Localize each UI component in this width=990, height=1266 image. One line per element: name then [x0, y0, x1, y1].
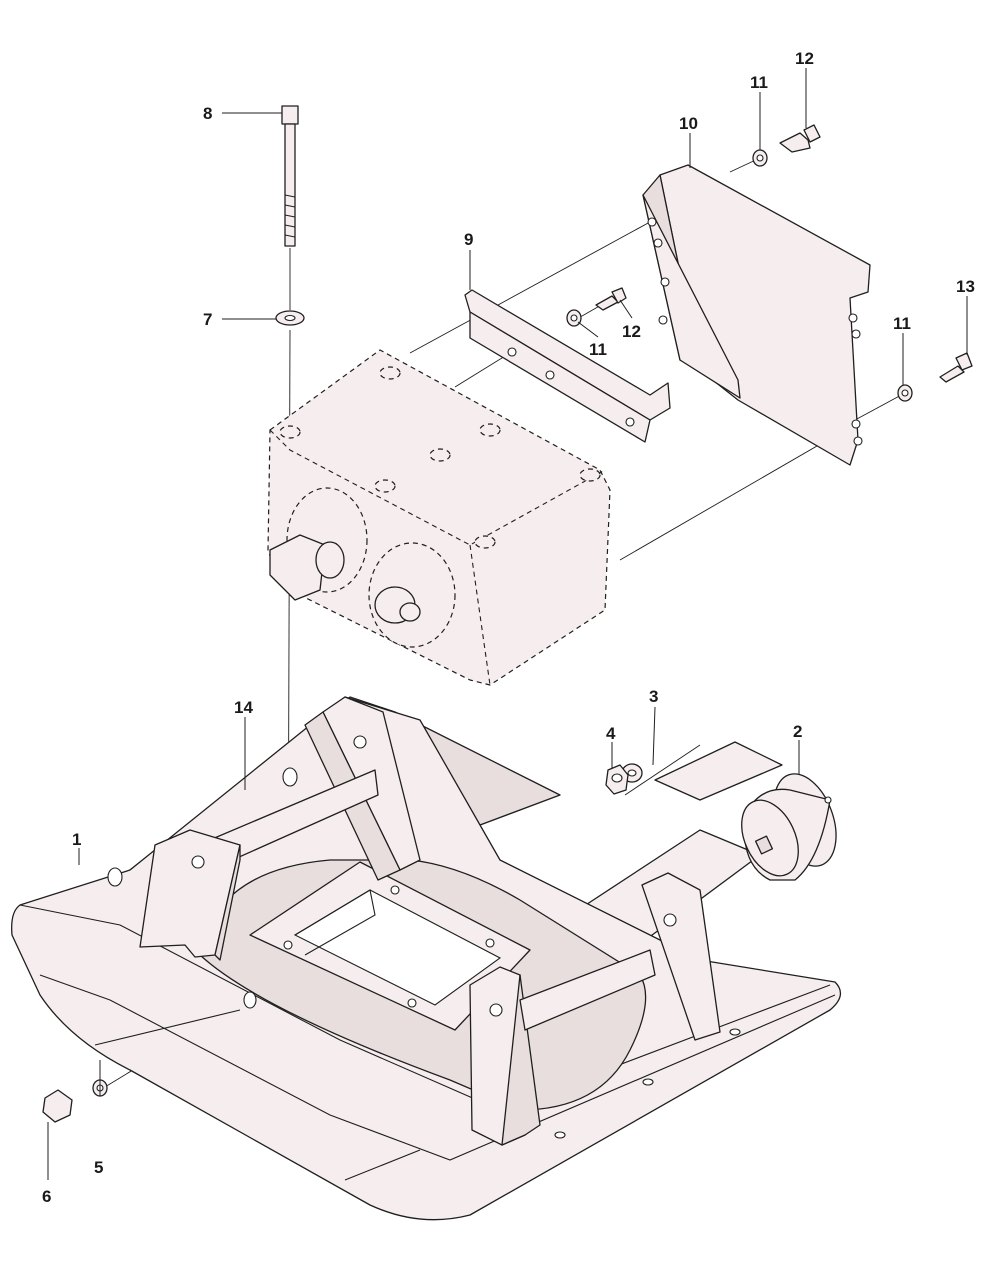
callout-3: 3: [649, 687, 658, 706]
cover-plate: [642, 164, 871, 466]
callout-5: 5: [94, 1158, 103, 1177]
callout-11-top: 11: [750, 73, 768, 92]
callout-1: 1: [72, 830, 81, 849]
small-bracket: [464, 289, 671, 443]
callout-11-right: 11: [893, 314, 911, 333]
small-fasteners: [42, 124, 973, 1123]
callout-2: 2: [793, 722, 802, 741]
callout-10: 10: [679, 114, 698, 133]
nut-washer: [605, 763, 643, 795]
rubber-buffer: [741, 773, 837, 881]
callout-11-middle: 11: [589, 340, 607, 359]
callout-12-middle: 12: [622, 322, 641, 341]
callout-4: 4: [606, 724, 616, 743]
callout-6: 6: [42, 1187, 51, 1206]
callout-14: 14: [234, 698, 253, 717]
long-bolt: [275, 105, 305, 326]
callout-9: 9: [464, 230, 473, 249]
callout-13: 13: [956, 277, 975, 296]
mounting-brackets: [139, 696, 721, 1146]
callout-8: 8: [203, 104, 212, 123]
callout-7: 7: [203, 310, 212, 329]
callout-12-top: 12: [795, 49, 814, 68]
callout-labels: 1 2 3 4 5 6 7 8 9 10 11 11 11 12 12 13 1…: [42, 49, 975, 1206]
base-plate: [11, 696, 842, 1221]
leader-lines: [47, 68, 968, 1180]
exciter-unit: [267, 349, 611, 686]
